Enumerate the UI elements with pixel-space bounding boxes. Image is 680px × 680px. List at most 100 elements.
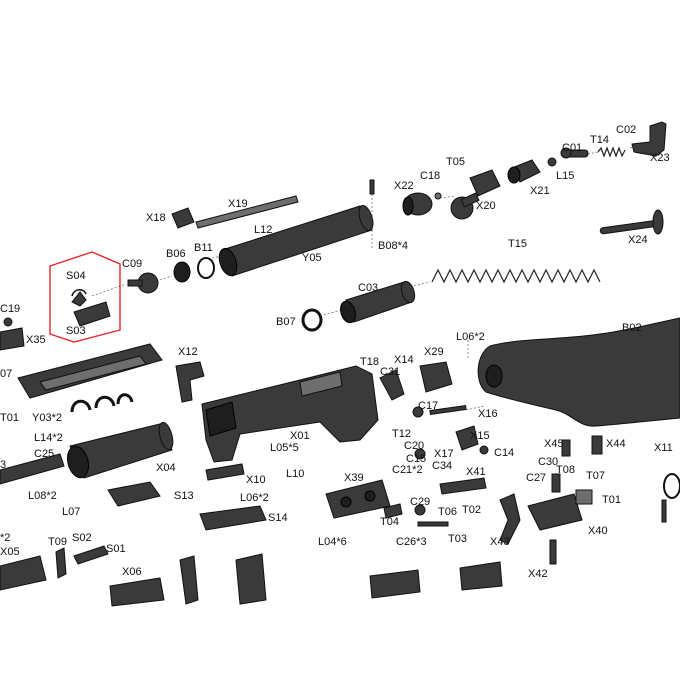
label-x42: X42 [528, 568, 548, 580]
part-x18 [171, 207, 195, 229]
label-t09: T09 [48, 536, 67, 548]
part-s13 [107, 481, 161, 507]
label-l05: L05*5 [270, 442, 299, 454]
part-x42 [549, 539, 557, 565]
part-x45 [561, 439, 571, 457]
leader-lines [91, 145, 645, 411]
part-t14-spring [597, 146, 626, 158]
label-y03: Y03*2 [32, 412, 62, 424]
label-l14: L14*2 [34, 432, 63, 444]
part-c26 [417, 521, 449, 527]
part-t15-spring [431, 268, 601, 284]
label-s14: S14 [268, 512, 288, 524]
label-x39: X39 [344, 472, 364, 484]
label-l08: L08*2 [28, 490, 57, 502]
label-group: C02 T14 C01 X23 T05 C18 X22 X21 L15 X20 … [0, 124, 673, 580]
label-x44: X44 [606, 438, 626, 450]
label-c34: C34 [432, 460, 452, 472]
label-l06-top: L06*2 [456, 331, 485, 343]
label-x04: X04 [156, 462, 176, 474]
part-x22 [402, 192, 442, 216]
label-x16: X16 [478, 408, 498, 420]
label-c26: C26*3 [396, 536, 427, 548]
label-c14: C14 [494, 447, 514, 459]
label-t02: T02 [462, 504, 481, 516]
part-c03 [340, 280, 416, 324]
part-b02-stock [477, 317, 680, 427]
part-x44 [591, 435, 603, 455]
part-x16 [429, 404, 467, 416]
part-x05 [0, 555, 47, 591]
part-s04 [71, 289, 87, 307]
label-x35: X35 [26, 334, 46, 346]
label-l04: L04*6 [318, 536, 347, 548]
part-b08 [369, 179, 375, 195]
label-x20: X20 [476, 200, 496, 212]
part-x06 [109, 577, 165, 607]
part-s02 [73, 545, 109, 565]
part-t01b [575, 489, 593, 505]
label-t08: T08 [556, 464, 575, 476]
label-07: 07 [0, 368, 12, 380]
part-c09 [127, 272, 159, 294]
part-x12 [175, 361, 205, 403]
label-s04: S04 [66, 270, 86, 282]
label-x45: X45 [544, 438, 564, 450]
label-c17: C17 [418, 400, 438, 412]
part-t09 [55, 547, 67, 579]
label-x43: X43 [490, 536, 510, 548]
part-c14 [479, 445, 489, 455]
label-s13: S13 [174, 490, 194, 502]
label-t06: T06 [438, 506, 457, 518]
label-l10: L10 [286, 468, 304, 480]
part-b07 [301, 308, 323, 332]
part-x01-receiver [201, 365, 379, 463]
label-x17: X17 [434, 448, 454, 460]
part-x15 [455, 425, 479, 451]
label-c09: C09 [122, 258, 142, 270]
part-c19 [3, 317, 13, 327]
label-x19: X19 [228, 198, 248, 210]
label-b08: B08*4 [378, 240, 408, 252]
label-c18: C18 [420, 170, 440, 182]
part-s14 [199, 505, 267, 531]
label-c15: C15 [406, 453, 426, 465]
label-c19: C19 [0, 303, 20, 315]
part-c01 [560, 147, 589, 159]
label-c03: C03 [358, 282, 378, 294]
part-x41 [439, 477, 487, 495]
label-x10: X10 [246, 474, 266, 486]
part-x21 [507, 157, 557, 184]
label-x11: X11 [654, 442, 673, 454]
part-t04 [383, 503, 403, 519]
label-3: 3 [0, 459, 6, 471]
label-l15: L15 [556, 170, 574, 182]
label-x14: X14 [394, 354, 414, 366]
part-s03 [73, 301, 111, 327]
label-b06: B06 [166, 248, 186, 260]
label-t04: T04 [380, 516, 399, 528]
label-b02: B02 [622, 322, 642, 334]
part-x04-barrel [66, 421, 174, 479]
label-c31: C31 [380, 366, 400, 378]
label-t03: T03 [448, 533, 467, 545]
part-t08 [551, 473, 561, 493]
part-y03-rings [70, 393, 134, 413]
label-s02: S02 [72, 532, 92, 544]
label-x06: X06 [122, 566, 142, 578]
part-x43 [499, 493, 521, 545]
label-t05: T05 [446, 156, 465, 168]
label-c25: C25 [34, 448, 54, 460]
part-c25 [0, 453, 65, 485]
part-x35 [0, 327, 25, 351]
label-x18: X18 [146, 212, 166, 224]
label-s01: S01 [106, 543, 126, 555]
label-x23: X23 [650, 152, 670, 164]
label-t18: T18 [360, 356, 379, 368]
label-x29: X29 [424, 346, 444, 358]
highlight-frame [49, 251, 121, 343]
label-t14: T14 [590, 134, 609, 146]
label-x40: X40 [588, 525, 608, 537]
part-c29 [414, 504, 426, 516]
